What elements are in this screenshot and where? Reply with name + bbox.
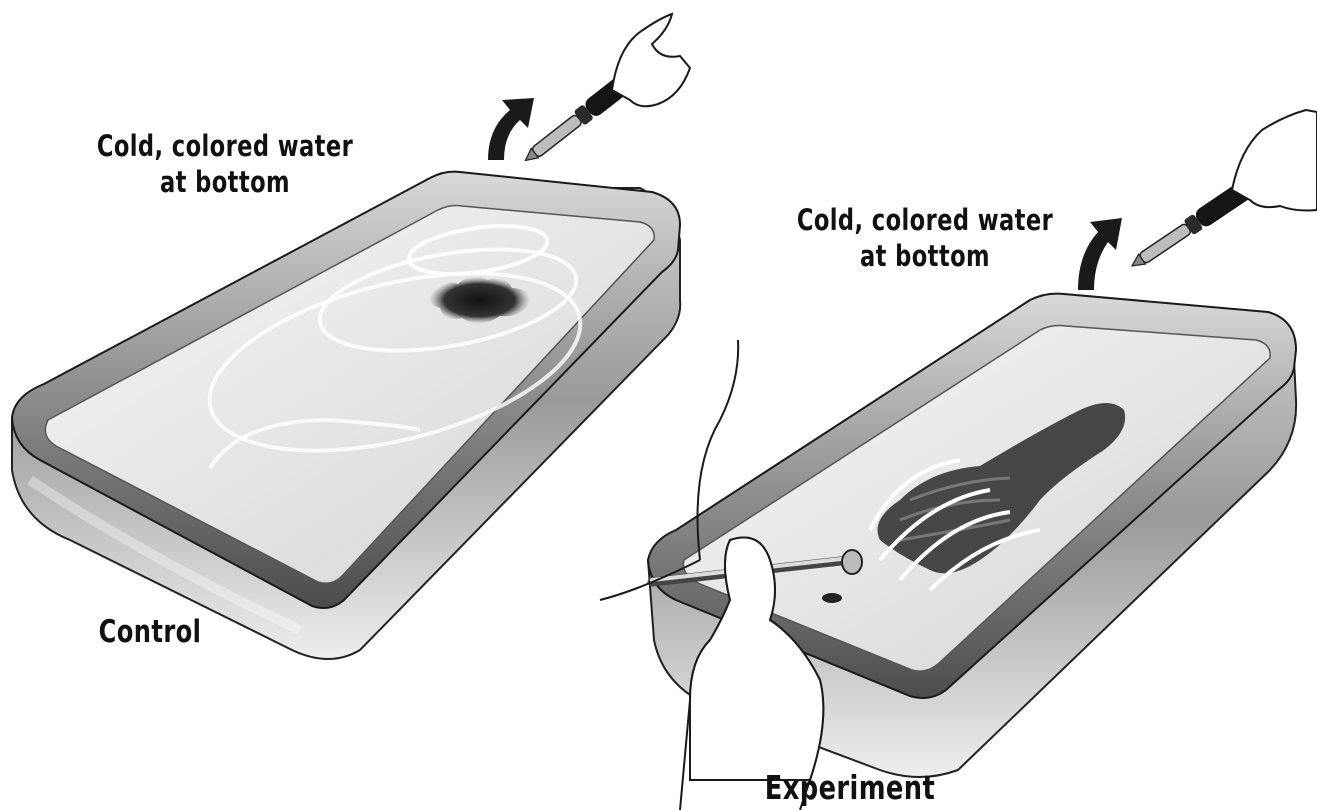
- arrow-icon: [1078, 218, 1122, 290]
- experiment-dropper: [1078, 110, 1317, 290]
- control-caption: Cold, colored water at bottom: [81, 128, 370, 200]
- hand-icon: [612, 14, 690, 106]
- control-dropper: [488, 14, 690, 170]
- control-label: Control: [80, 614, 220, 650]
- hand-icon: [1232, 110, 1317, 211]
- arrow-icon: [488, 98, 534, 160]
- experiment-caption-line2: at bottom: [781, 238, 1070, 274]
- control-caption-line1: Cold, colored water: [81, 128, 370, 164]
- experiment-label: Experiment: [756, 770, 943, 806]
- experiment-caption: Cold, colored water at bottom: [781, 202, 1070, 274]
- control-pan: [12, 172, 680, 659]
- control-caption-line2: at bottom: [81, 164, 370, 200]
- experiment-caption-line1: Cold, colored water: [781, 202, 1070, 238]
